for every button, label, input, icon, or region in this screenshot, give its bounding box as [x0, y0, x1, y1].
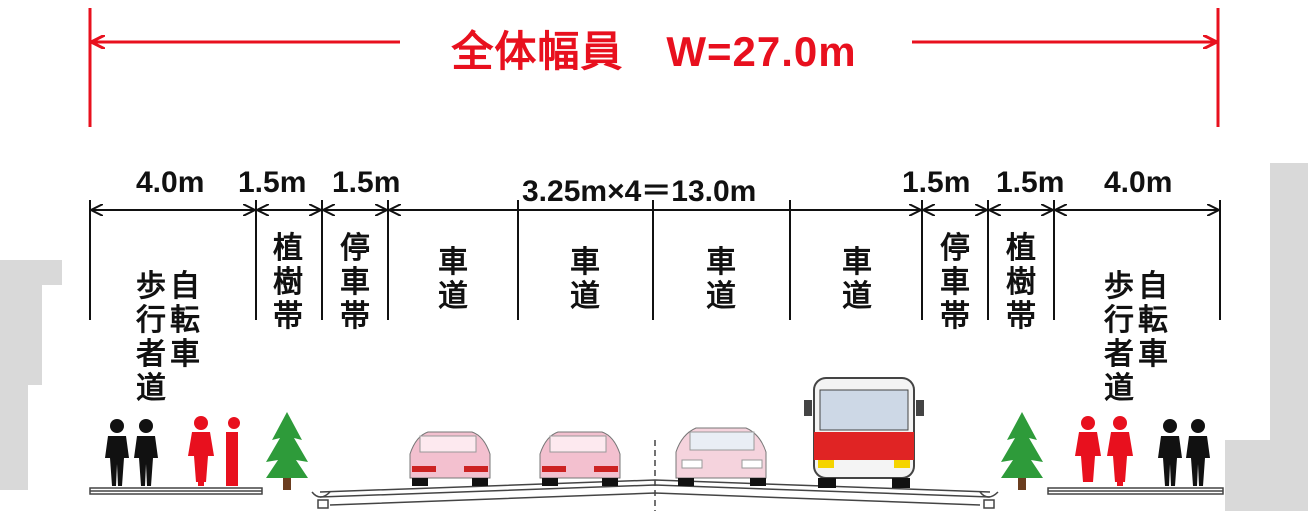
overall-width-label: 全体幅員 W=27.0m — [427, 28, 881, 75]
label-right-stop-lane: 停車帯 — [940, 232, 970, 333]
label-right-walkway-col1: 自転車 — [1138, 270, 1168, 371]
tree-icon — [1001, 412, 1043, 490]
road-surface — [89, 440, 1224, 511]
dim-left-stop: 1.5m — [332, 166, 401, 199]
dim-right-tree: 1.5m — [996, 166, 1065, 199]
pedestrian-icon — [105, 419, 158, 486]
label-left-walkway-col2: 歩行者道 — [136, 270, 166, 405]
dim-lanes: 3.25m×4＝13.0m — [522, 175, 757, 208]
label-lane-3: 車道 — [706, 246, 736, 313]
dim-right-walkway: 4.0m — [1104, 166, 1173, 199]
label-right-walkway-col2: 歩行者道 — [1104, 270, 1134, 405]
label-lane-1: 車道 — [438, 246, 468, 313]
label-left-tree-strip: 植樹帯 — [273, 232, 303, 333]
car-icon — [675, 427, 767, 486]
car-icon — [409, 431, 491, 486]
dim-right-stop: 1.5m — [902, 166, 971, 199]
cyclist-icon — [1075, 416, 1133, 486]
segment-dimension-arrows — [89, 200, 1221, 320]
tree-icon — [266, 412, 308, 490]
label-left-stop-lane: 停車帯 — [340, 232, 370, 333]
label-lane-4: 車道 — [842, 246, 872, 313]
bus-icon — [804, 377, 924, 488]
overall-width-title: 全体幅員 W=27.0m — [0, 18, 1308, 79]
label-left-walkway-col1: 自転車 — [170, 270, 200, 371]
label-lane-2: 車道 — [570, 246, 600, 313]
cyclist-icon — [188, 416, 240, 486]
dim-left-walkway: 4.0m — [136, 166, 205, 199]
label-right-tree-strip: 植樹帯 — [1006, 232, 1036, 333]
overall-width-dimension — [88, 8, 1220, 127]
car-icon — [539, 431, 621, 486]
dim-left-tree: 1.5m — [238, 166, 307, 199]
right-wall — [1225, 163, 1308, 511]
left-wall — [0, 260, 62, 490]
pedestrian-icon — [1158, 419, 1210, 486]
